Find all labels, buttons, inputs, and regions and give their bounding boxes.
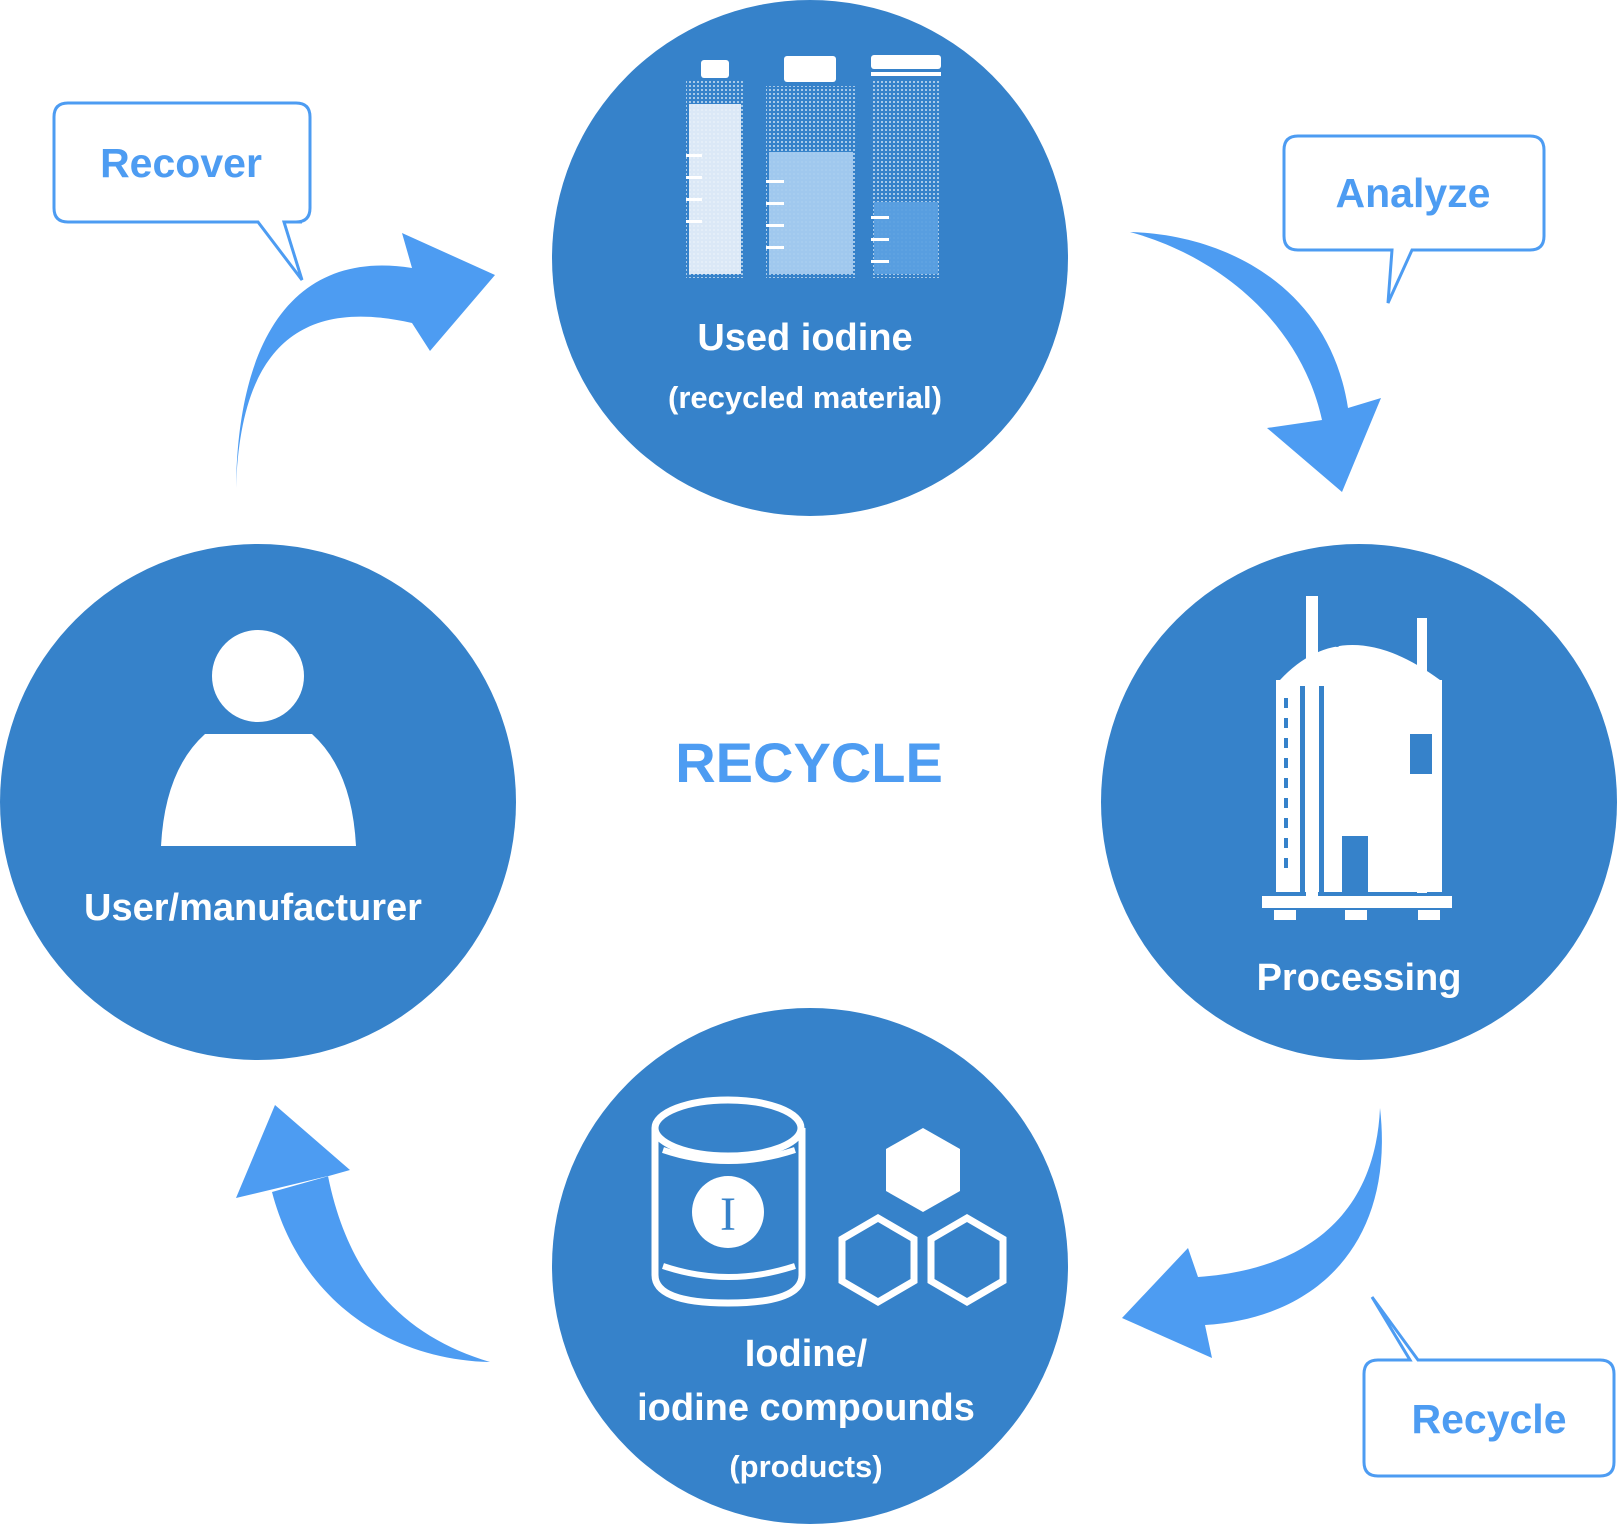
factory-icon: [1262, 596, 1452, 920]
node-used-iodine-subtitle: (recycled material): [668, 380, 942, 415]
callout-recycle: Recycle: [1362, 1296, 1616, 1478]
node-user-title: User/manufacturer: [84, 887, 422, 929]
node-products-line1: Iodine/: [745, 1333, 868, 1375]
iodine-can-symbol: I: [720, 1188, 736, 1241]
node-user: User/manufacturer: [0, 544, 516, 1060]
node-products-subtitle: (products): [729, 1449, 882, 1484]
person-icon: [161, 630, 356, 846]
bottles-icon: [686, 55, 941, 278]
callout-analyze-label: Analyze: [1336, 170, 1491, 216]
arrow-recover-to-user: [236, 1105, 490, 1362]
node-processing-title: Processing: [1257, 957, 1462, 999]
node-processing: Processing: [1101, 544, 1617, 1060]
node-products-circle: [552, 1008, 1068, 1524]
node-products-line2: iodine compounds: [637, 1387, 975, 1429]
arrow-analyze: [1130, 232, 1381, 492]
hexagon-compounds-icon: [838, 1128, 1007, 1307]
callout-recycle-label: Recycle: [1411, 1396, 1566, 1442]
iodine-can-icon: I: [651, 1096, 806, 1307]
callout-analyze: Analyze: [1282, 134, 1546, 304]
center-label: RECYCLE: [675, 731, 943, 794]
callout-recover-label: Recover: [100, 140, 262, 186]
arrow-recycle: [1122, 1108, 1382, 1358]
node-used-iodine: Used iodine (recycled material): [552, 0, 1068, 516]
arrow-recover: [236, 233, 495, 488]
callout-recover: Recover: [52, 101, 312, 281]
node-products: I Iodine/ iodine compounds (products): [552, 1008, 1068, 1524]
node-used-iodine-title: Used iodine: [697, 317, 912, 359]
